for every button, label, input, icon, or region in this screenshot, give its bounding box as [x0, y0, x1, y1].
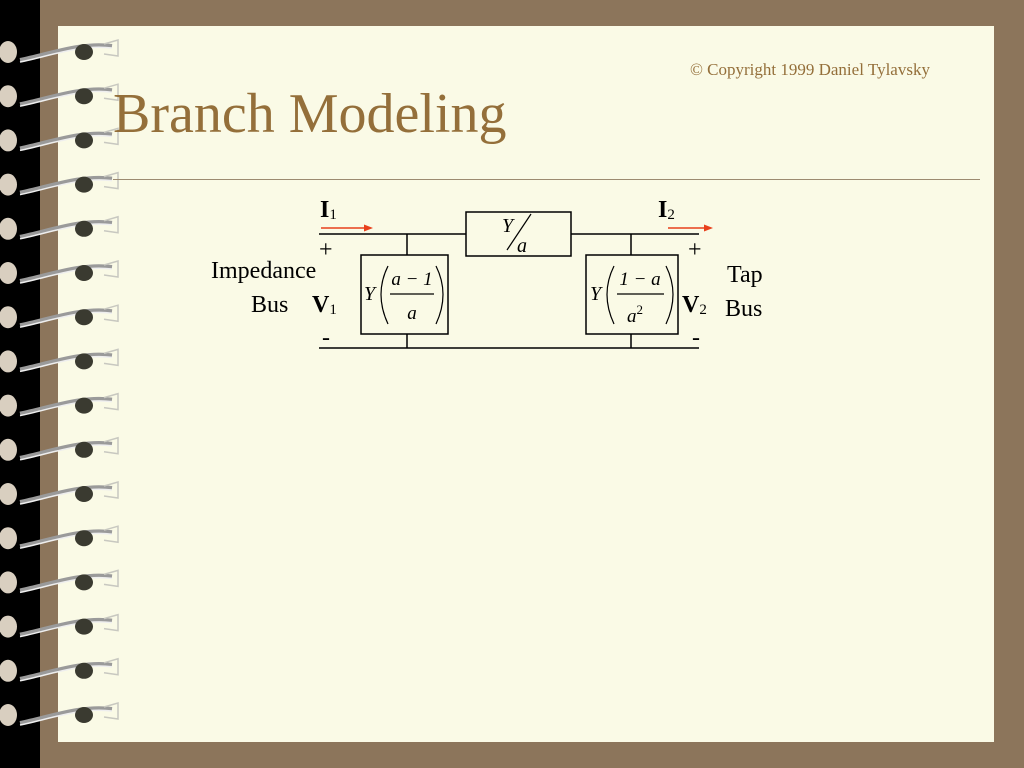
binder-ring: [0, 304, 119, 329]
spiral-binding: [0, 39, 119, 726]
binder-ring: [0, 613, 119, 638]
title-divider: [113, 179, 980, 180]
voltage-v2-subscript: 2: [699, 302, 707, 318]
copyright-notice: © Copyright 1999 Daniel Tylavsky: [690, 60, 930, 79]
right-shunt-denominator: a2: [627, 302, 643, 327]
current-i1-label: I1: [320, 198, 337, 223]
left-minus-sign: -: [322, 325, 330, 351]
binder-ring: [0, 260, 119, 284]
current-i2-label: I2: [658, 198, 675, 223]
current-i2-symbol: I: [658, 197, 668, 223]
binder-ring: [0, 392, 119, 417]
binder-ring: [0, 39, 119, 63]
voltage-v1-symbol: V: [312, 292, 330, 318]
series-numerator: Y: [502, 215, 515, 237]
binder-ring: [0, 348, 119, 373]
binder-strip: [0, 0, 40, 768]
right-shunt-open-paren: [606, 265, 615, 325]
current-i1-subscript: 1: [329, 207, 337, 223]
notebook-paper: [58, 26, 994, 742]
impedance-bus-label-line1: Impedance: [211, 258, 317, 284]
current-arrowhead-right: [704, 224, 713, 232]
tap-bus-label-line2: Bus: [725, 296, 763, 322]
left-shunt-numerator: a − 1: [391, 269, 432, 290]
binder-ring: [0, 569, 119, 594]
left-shunt-close-paren: [435, 265, 444, 325]
left-shunt-open-paren: [380, 265, 389, 325]
left-shunt-box: [360, 254, 449, 335]
binder-ring: [0, 215, 119, 240]
impedance-bus-label-line2: Bus: [251, 292, 289, 318]
right-minus-sign: -: [692, 325, 700, 351]
current-arrowhead-left: [364, 224, 373, 232]
binder-ring: [0, 436, 119, 461]
binder-ring: [0, 171, 119, 196]
right-plus-sign: +: [688, 237, 702, 263]
right-shunt-denominator-exponent: 2: [637, 302, 644, 317]
left-shunt-denominator: a: [407, 303, 417, 324]
series-admittance-box: [465, 211, 572, 257]
voltage-v2-symbol: V: [682, 292, 700, 318]
voltage-v1-subscript: 1: [329, 302, 337, 318]
right-shunt-box: [585, 254, 679, 335]
binder-ring: [0, 127, 119, 152]
binder-ring: [0, 83, 119, 108]
voltage-v1-label: V1: [312, 293, 337, 318]
right-shunt-factor: Y: [590, 283, 603, 305]
current-i2-subscript: 2: [667, 207, 675, 223]
series-slash: [506, 213, 532, 251]
current-i1-symbol: I: [320, 197, 330, 223]
binder-ring: [0, 702, 119, 726]
right-shunt-denominator-base: a: [627, 306, 637, 327]
binder-ring: [0, 525, 119, 550]
binder-ring: [0, 657, 119, 682]
left-shunt-factor: Y: [364, 283, 377, 305]
left-plus-sign: +: [319, 237, 333, 263]
binder-ring: [0, 481, 119, 505]
slide-title: Branch Modeling: [113, 83, 507, 145]
series-denominator: a: [517, 235, 527, 257]
right-shunt-close-paren: [665, 265, 674, 325]
tap-bus-label-line1: Tap: [727, 262, 763, 288]
voltage-v2-label: V2: [682, 293, 707, 318]
right-shunt-numerator: 1 − a: [619, 269, 660, 290]
